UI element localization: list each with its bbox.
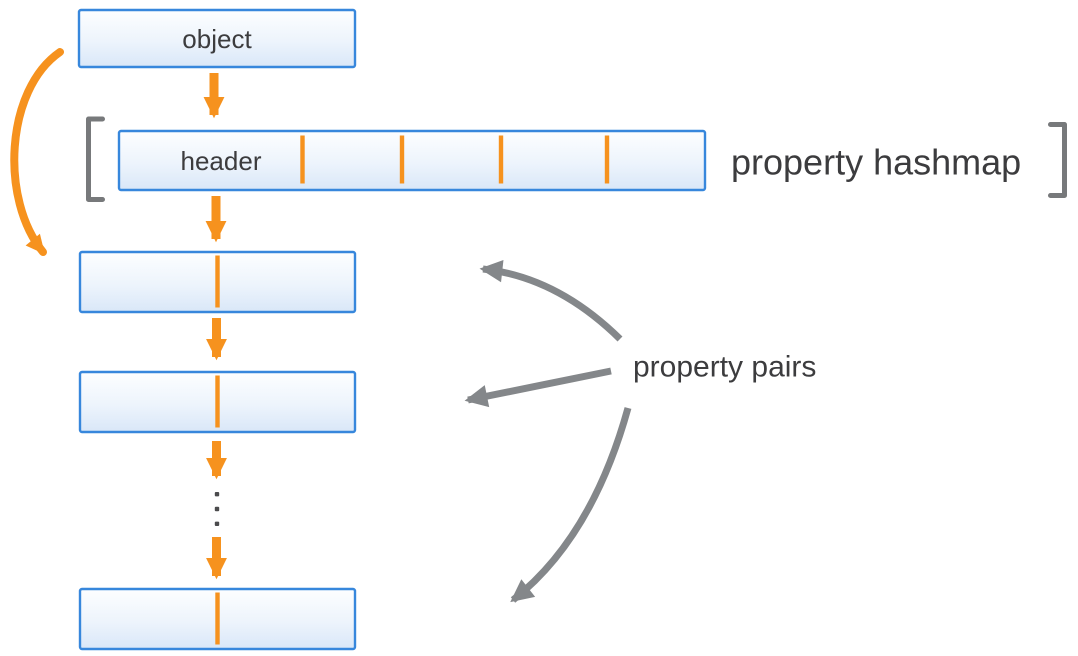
callout-arrow-bottom-icon [510,407,632,603]
left-bracket-icon [86,116,105,202]
right-bracket-icon [1048,122,1067,198]
property-hashmap-caption: property hashmap [731,142,1021,183]
hashmap-header-label: header [181,146,262,176]
object-box-label: object [182,24,252,54]
property-pairs-caption: property pairs [633,351,816,384]
curved-flow-arrow-icon [10,48,64,256]
callout-arrow-top-icon [479,259,623,342]
callout-arrow-middle-icon [464,367,612,408]
hashmap-box [117,129,707,192]
object-box [77,8,357,69]
vertical-ellipsis-icon [214,492,220,526]
